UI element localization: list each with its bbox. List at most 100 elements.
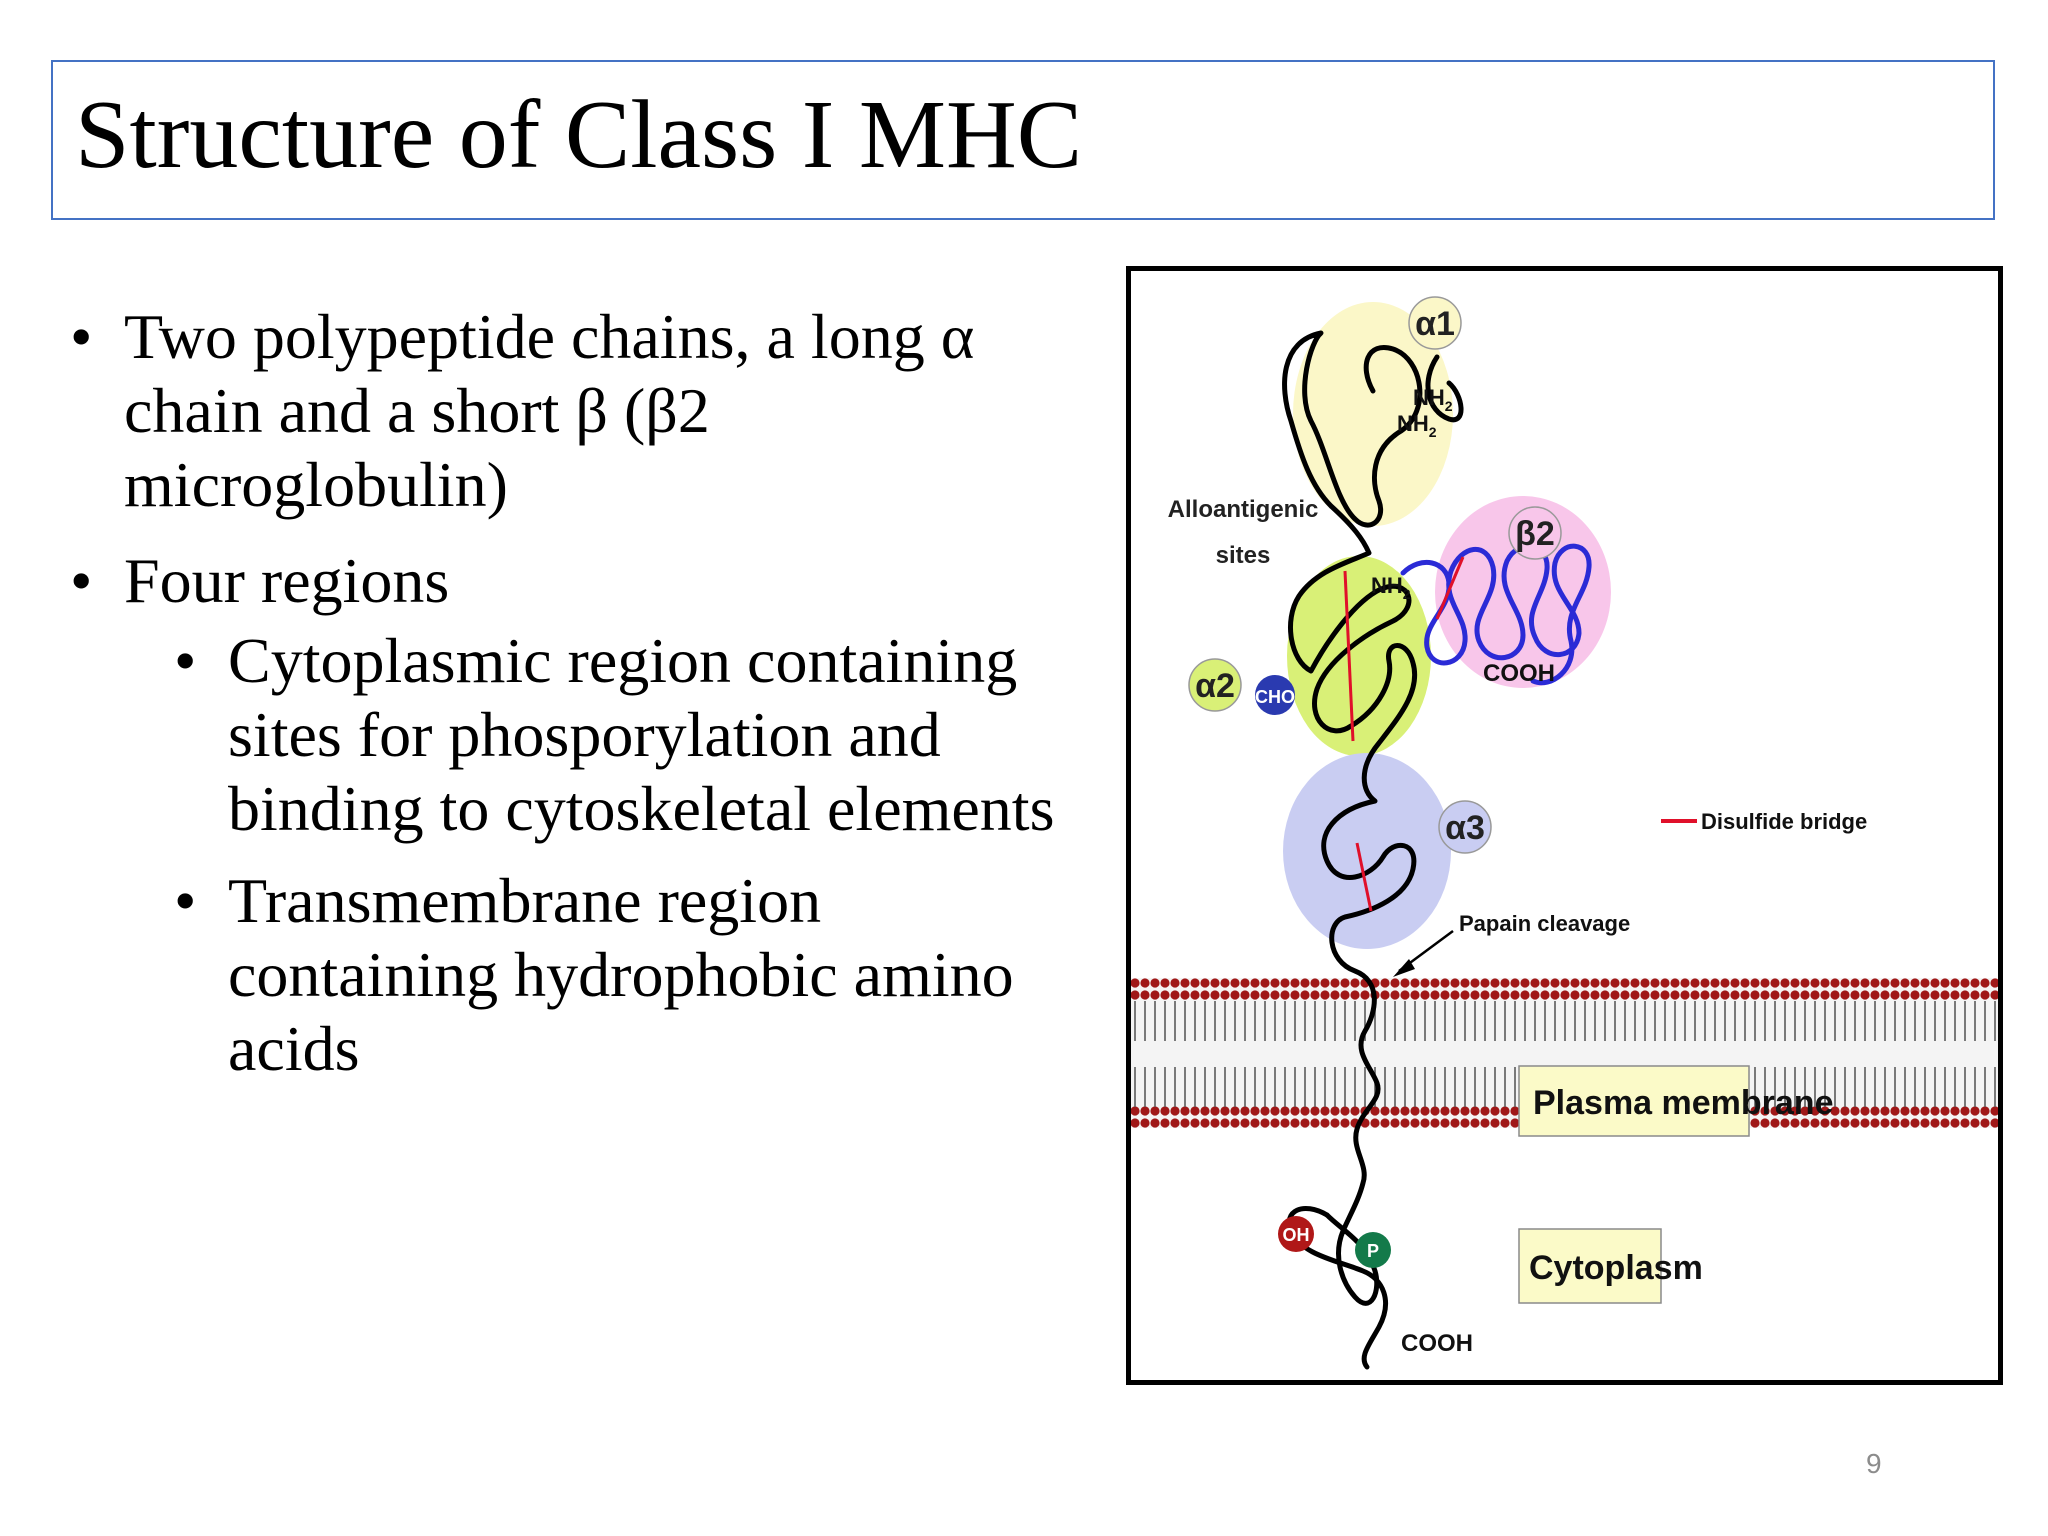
lipid-head: [1770, 1118, 1780, 1128]
lipid-head: [1450, 978, 1460, 988]
slide-title: Structure of Class I MHC: [75, 81, 1083, 189]
lipid-head: [1260, 1118, 1270, 1128]
lipid-head: [1670, 990, 1680, 1000]
lipid-head: [1700, 990, 1710, 1000]
lipid-head: [1210, 990, 1220, 1000]
lipid-head: [1230, 990, 1240, 1000]
lipid-head: [1880, 978, 1890, 988]
lipid-head: [1450, 1106, 1460, 1116]
lipid-head: [1840, 978, 1850, 988]
alpha2-disulfide: [1343, 570, 1355, 742]
lipid-head: [1450, 1118, 1460, 1128]
lipid-head: [1960, 1118, 1970, 1128]
alloantigenic-label: sites: [1216, 542, 1271, 569]
lipid-head: [1480, 1118, 1490, 1128]
lipid-head: [1840, 1106, 1850, 1116]
beta2-disulfide: [1435, 556, 1465, 620]
lipid-head: [1220, 978, 1230, 988]
lipid-head: [1570, 978, 1580, 988]
cytoplasm-label: Cytoplasm: [1529, 1249, 1703, 1287]
disulfide-legend-label: Disulfide bridge: [1701, 809, 1867, 834]
lipid-head: [1140, 978, 1150, 988]
lipid-head: [1400, 978, 1410, 988]
lipid-head: [1920, 990, 1930, 1000]
lipid-head: [1420, 978, 1430, 988]
lipid-head: [1830, 990, 1840, 1000]
lipid-head: [1970, 990, 1980, 1000]
lipid-head: [1640, 990, 1650, 1000]
lipid-head: [1900, 1106, 1910, 1116]
lipid-head: [1131, 990, 1140, 1000]
oh-label: OH: [1283, 1225, 1310, 1245]
lipid-head: [1460, 978, 1470, 988]
lipid-head: [1250, 990, 1260, 1000]
lipid-head: [1870, 1118, 1880, 1128]
lipid-head: [1910, 978, 1920, 988]
lipid-head: [1560, 990, 1570, 1000]
lipid-head: [1530, 978, 1540, 988]
lipid-head: [1410, 978, 1420, 988]
bullet-text: Four regions: [124, 545, 450, 616]
lipid-head: [1320, 1118, 1330, 1128]
bullet-list: • Two polypeptide chains, a long α chain…: [70, 300, 1100, 1104]
lipid-head: [1540, 978, 1550, 988]
lipid-head: [1370, 1118, 1380, 1128]
lipid-head: [1380, 978, 1390, 988]
lipid-head: [1940, 1118, 1950, 1128]
lipid-head: [1390, 1106, 1400, 1116]
lipid-head: [1280, 1118, 1290, 1128]
lipid-head: [1300, 1118, 1310, 1128]
lipid-head: [1360, 990, 1370, 1000]
alpha3-domain: [1283, 753, 1451, 949]
lipid-head: [1140, 1118, 1150, 1128]
lipid-head: [1390, 1118, 1400, 1128]
lipid-head: [1420, 990, 1430, 1000]
lipid-head: [1370, 1106, 1380, 1116]
lipid-head: [1750, 978, 1760, 988]
lipid-head: [1890, 978, 1900, 988]
bullet-dot: •: [174, 625, 197, 696]
lipid-head: [1940, 990, 1950, 1000]
bullet-item: • Four regions: [70, 544, 1100, 618]
lipid-head: [1410, 1106, 1420, 1116]
lipid-head: [1520, 978, 1530, 988]
lipid-head: [1430, 1118, 1440, 1128]
lipid-head: [1460, 1106, 1470, 1116]
lipid-head: [1710, 990, 1720, 1000]
lipid-head: [1270, 1106, 1280, 1116]
lipid-head: [1300, 978, 1310, 988]
lipid-head: [1680, 990, 1690, 1000]
lipid-head: [1980, 1118, 1990, 1128]
lipid-head: [1970, 1106, 1980, 1116]
lipid-head: [1290, 990, 1300, 1000]
lipid-head: [1350, 990, 1360, 1000]
lipid-head: [1820, 978, 1830, 988]
alpha3-disulfide: [1355, 842, 1373, 912]
lipid-head: [1160, 990, 1170, 1000]
lipid-head: [1470, 978, 1480, 988]
lipid-head: [1790, 990, 1800, 1000]
alpha3-badge: [1438, 800, 1492, 854]
alpha-chain: [1282, 330, 1423, 1306]
lipid-head: [1270, 978, 1280, 988]
lipid-head: [1720, 990, 1730, 1000]
lipid-head: [1490, 1106, 1500, 1116]
lipid-head: [1270, 990, 1280, 1000]
lipid-head: [1140, 990, 1150, 1000]
lipid-head: [1850, 990, 1860, 1000]
nh2-label: NH2: [1413, 385, 1453, 414]
lipid-head: [1710, 978, 1720, 988]
lipid-head: [1750, 1106, 1760, 1116]
lipid-head: [1900, 1118, 1910, 1128]
lipid-head: [1900, 990, 1910, 1000]
lipid-head: [1930, 1106, 1940, 1116]
lipid-head: [1590, 978, 1600, 988]
lipid-head: [1131, 1118, 1140, 1128]
lipid-head: [1800, 990, 1810, 1000]
bullet-item: • Two polypeptide chains, a long α chain…: [70, 300, 1100, 522]
lipid-head: [1800, 1118, 1810, 1128]
lipid-head: [1290, 1118, 1300, 1128]
lipid-head: [1480, 978, 1490, 988]
alpha1-domain: [1293, 302, 1453, 526]
lipid-head: [1880, 990, 1890, 1000]
